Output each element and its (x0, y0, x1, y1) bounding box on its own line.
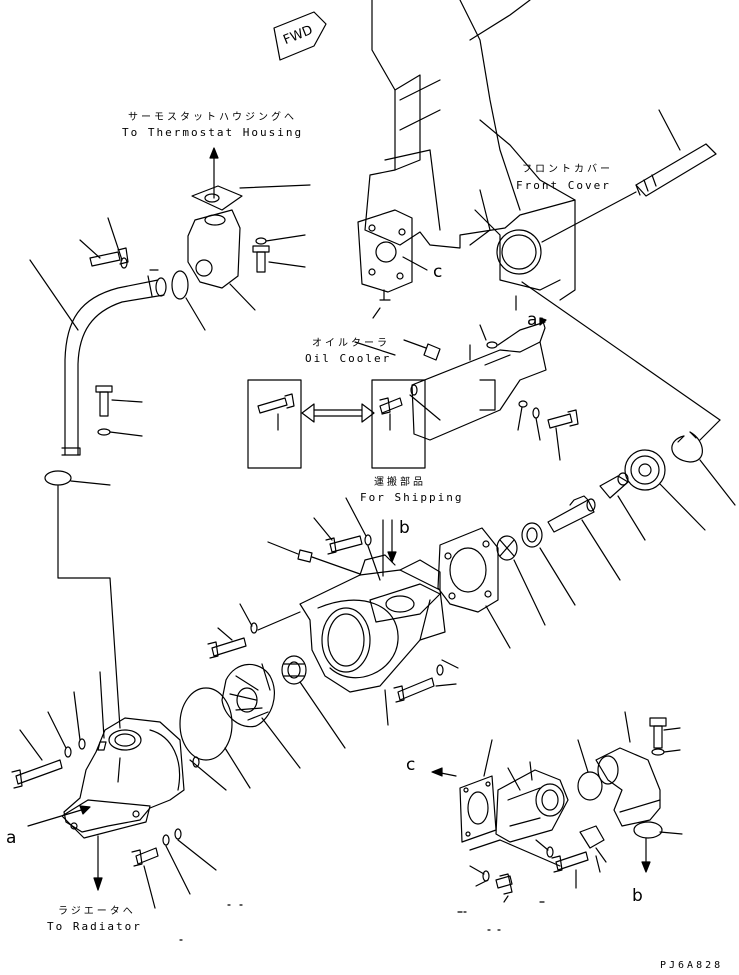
seal-ring (521, 522, 543, 548)
spacer (599, 472, 629, 499)
bearing (624, 449, 666, 491)
front-cover-shaft (635, 143, 717, 197)
leader-o-ring-small (189, 759, 227, 791)
shipping-box-right (371, 379, 426, 469)
bolt-bracket (547, 409, 579, 429)
washer-thermostat (255, 237, 267, 245)
snap-ring (671, 431, 703, 463)
bolt-bottom (495, 873, 513, 895)
o-ring-lower-right (633, 821, 663, 839)
letter-b-lower: b (632, 886, 643, 906)
bolt-left-mid (95, 385, 113, 436)
o-ring-lower (44, 470, 72, 486)
letter-c-lower: c (406, 755, 416, 775)
bolt-housing-left (207, 637, 247, 659)
leader-elbow (229, 283, 256, 311)
leader-oil-cooler (372, 307, 381, 319)
elbow-right (595, 747, 661, 827)
outlet-elbow (495, 769, 569, 843)
thermostat-elbow (187, 209, 241, 289)
o-ring-pipe (171, 270, 189, 300)
radiator-label-en: To Radiator (47, 920, 142, 933)
leader-washer (265, 234, 306, 242)
leader-pipe (29, 259, 79, 331)
fwd-arrow-icon (273, 11, 327, 61)
thermostat-label-en: To Thermostat Housing (122, 126, 304, 139)
o-ring-right (577, 771, 603, 801)
shipping-bolt-left (257, 393, 295, 414)
oil-cooler-label-jp: オイルクーラ (312, 338, 390, 349)
seal-cup (496, 535, 518, 561)
shipping-label-jp: 運搬部品 (374, 477, 426, 488)
double-arrow-icon (301, 403, 375, 423)
front-cover-label-jp: フロントカバー (522, 164, 613, 175)
shipping-box-left (247, 379, 302, 469)
gasket-lower-right (459, 775, 497, 843)
thermostat-label-jp: サーモスタットハウジングへ (128, 112, 297, 123)
letter-c-upper: c (433, 262, 443, 282)
bolt-housing-lower (393, 677, 435, 703)
pump-gasket (437, 527, 499, 613)
shipping-bolt-right (379, 397, 403, 415)
leader-c-upper (402, 256, 428, 271)
bolt-top-left (89, 247, 129, 267)
o-ring-large (179, 687, 233, 761)
oil-cooler-label-en: Oil Cooler (305, 352, 392, 365)
pipe-plug (423, 343, 441, 361)
leader-a-upper (497, 321, 546, 346)
o-ring-small (192, 756, 200, 768)
bolt-upper-center (325, 535, 363, 555)
bolt-lower-right (551, 851, 589, 873)
leader-front-cover (541, 191, 637, 243)
pump-shaft (547, 495, 596, 533)
mechanical-seal (281, 655, 307, 685)
sensor-plug (579, 825, 605, 849)
leader-bolt-tl (79, 239, 101, 259)
engine-block (364, 0, 576, 301)
oil-cooler-plate (357, 209, 413, 301)
connect-line (57, 485, 121, 729)
bolt-right (649, 717, 667, 749)
letter-a-lower: a (6, 828, 17, 848)
shipping-label-en: For Shipping (360, 491, 464, 504)
bolt-elbow-lower (131, 847, 159, 867)
arrow-a-lower (27, 807, 89, 827)
letter-a-upper: a (527, 310, 538, 330)
inlet-elbow (61, 717, 185, 839)
washer-tl (120, 257, 128, 269)
bolt-lower-left (11, 759, 63, 789)
leader-shaft (658, 109, 681, 151)
leader-gasket (239, 184, 311, 189)
radiator-label-jp: ラジエータへ (58, 906, 136, 917)
impeller (221, 663, 275, 728)
water-pipe (61, 269, 167, 456)
letter-b-center: b (399, 518, 410, 538)
bolt-thermostat-1 (252, 245, 270, 273)
pump-housing (299, 554, 446, 693)
leader-to-snapring (521, 281, 721, 421)
drawing-code: PJ6A828 (660, 960, 724, 971)
front-cover-label-en: Front Cover (516, 179, 611, 192)
plug-housing (297, 549, 313, 563)
bracket-assembly (410, 295, 547, 441)
leader-bolt (268, 261, 306, 268)
thermostat-gasket (191, 185, 243, 211)
